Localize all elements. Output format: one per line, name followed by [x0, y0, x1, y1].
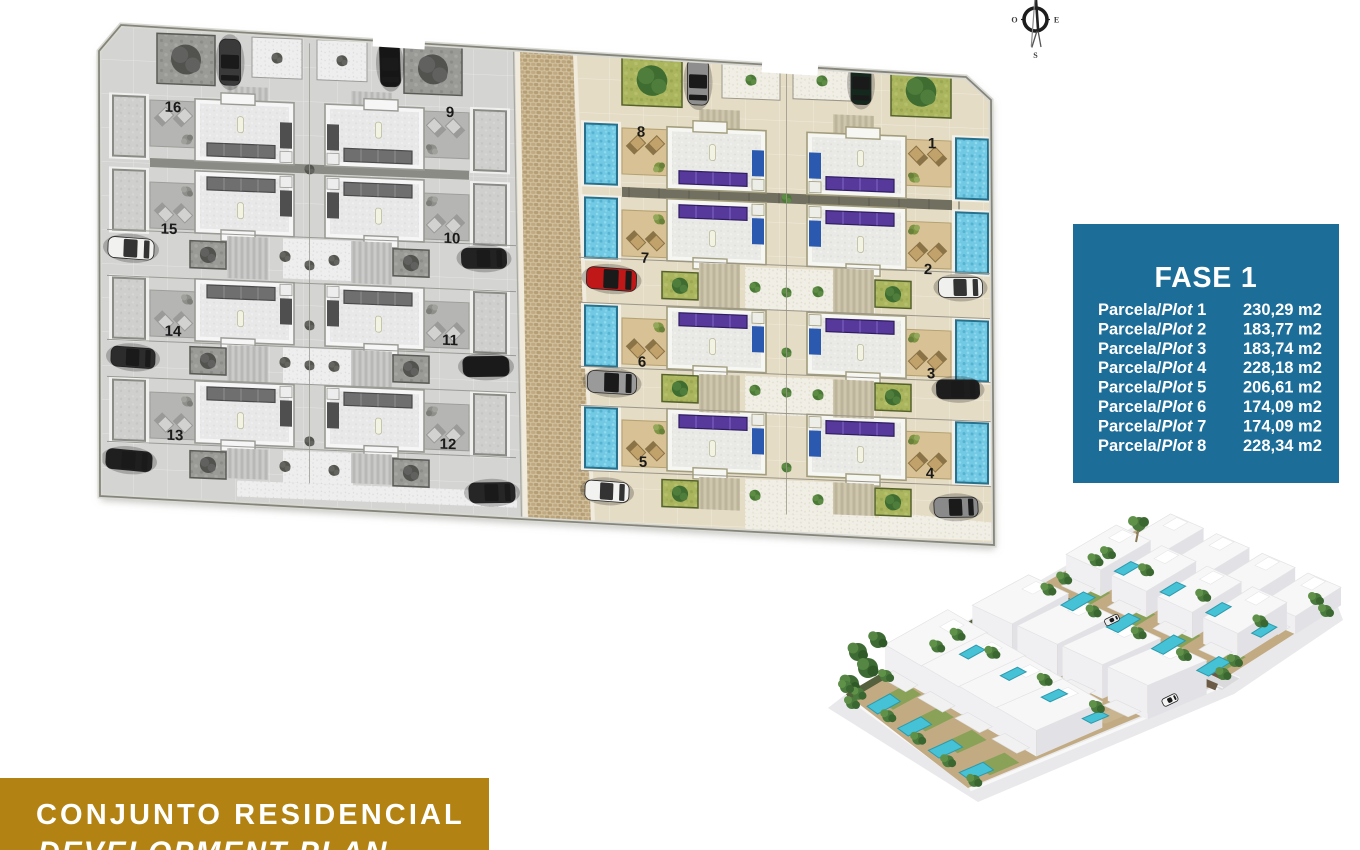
- svg-text:2: 2: [924, 261, 932, 278]
- svg-text:12: 12: [440, 436, 457, 454]
- svg-text:4: 4: [926, 465, 935, 482]
- svg-text:3: 3: [927, 365, 935, 382]
- svg-text:16: 16: [165, 99, 182, 117]
- svg-text:230,29 m2: 230,29 m2: [1243, 301, 1322, 319]
- svg-text:228,34 m2: 228,34 m2: [1243, 437, 1322, 455]
- svg-text:Parcela/Plot 2: Parcela/Plot 2: [1098, 320, 1206, 338]
- svg-text:13: 13: [167, 427, 184, 445]
- svg-text:228,18 m2: 228,18 m2: [1243, 359, 1322, 377]
- svg-text:Parcela/Plot 4: Parcela/Plot 4: [1098, 359, 1207, 377]
- svg-text:5: 5: [639, 454, 647, 471]
- svg-text:174,09 m2: 174,09 m2: [1243, 398, 1322, 416]
- svg-text:E: E: [1054, 15, 1059, 24]
- svg-text:FASE 1: FASE 1: [1154, 262, 1257, 294]
- svg-text:6: 6: [638, 354, 646, 371]
- svg-text:8: 8: [637, 124, 645, 141]
- svg-text:O: O: [1011, 15, 1017, 24]
- svg-text:174,09 m2: 174,09 m2: [1243, 417, 1322, 435]
- svg-text:7: 7: [641, 250, 649, 267]
- svg-text:CONJUNTO RESIDENCIAL: CONJUNTO RESIDENCIAL: [36, 799, 465, 831]
- svg-text:10: 10: [444, 230, 461, 248]
- svg-text:15: 15: [161, 220, 178, 238]
- svg-text:9: 9: [446, 104, 454, 121]
- svg-text:14: 14: [165, 323, 182, 341]
- svg-text:Parcela/Plot 5: Parcela/Plot 5: [1098, 379, 1206, 397]
- svg-text:183,77 m2: 183,77 m2: [1243, 320, 1322, 338]
- svg-text:Parcela/Plot 6: Parcela/Plot 6: [1098, 398, 1206, 416]
- svg-text:206,61 m2: 206,61 m2: [1243, 379, 1322, 397]
- svg-text:Parcela/Plot 8: Parcela/Plot 8: [1098, 437, 1206, 455]
- svg-text:Parcela/Plot 1: Parcela/Plot 1: [1098, 301, 1206, 319]
- svg-text:Parcela/Plot 7: Parcela/Plot 7: [1098, 417, 1206, 435]
- svg-text:183,74 m2: 183,74 m2: [1243, 340, 1322, 358]
- svg-text:Parcela/Plot 3: Parcela/Plot 3: [1098, 340, 1206, 358]
- svg-text:1: 1: [928, 135, 936, 152]
- svg-text:DEVELOPMENT PLAN: DEVELOPMENT PLAN: [38, 836, 388, 850]
- svg-text:S: S: [1033, 51, 1038, 60]
- svg-text:11: 11: [442, 332, 458, 350]
